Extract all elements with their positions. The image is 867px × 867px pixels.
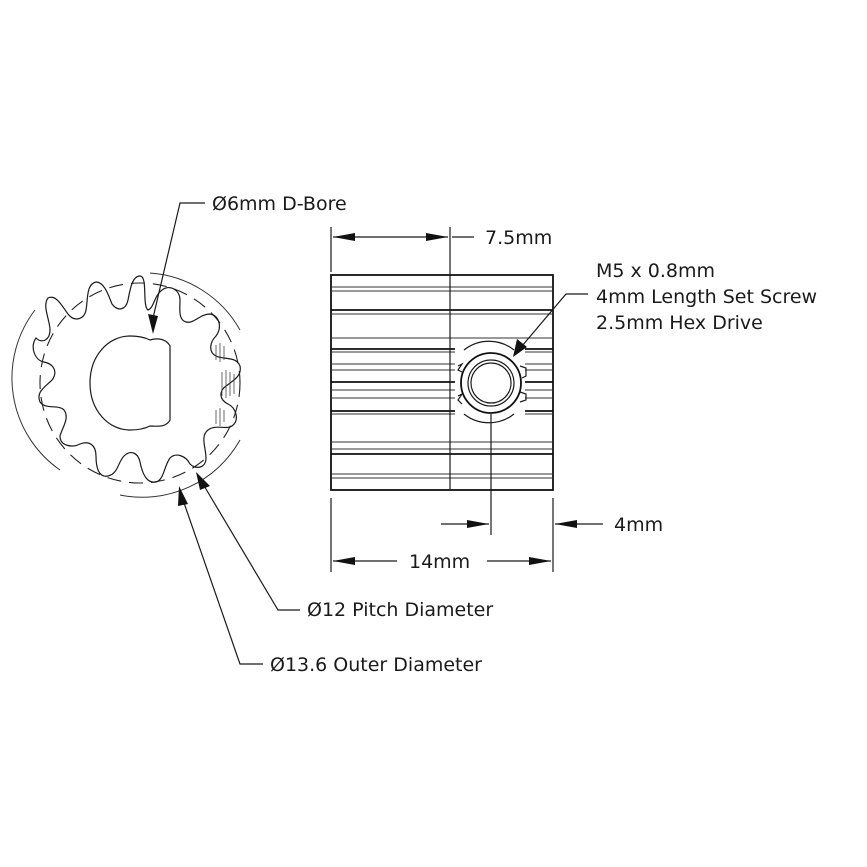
outer-diameter-leader	[178, 486, 263, 665]
set-screw-label-line3: 2.5mm Hex Drive	[596, 312, 763, 334]
pitch-diameter-label: Ø12 Pitch Diameter	[307, 599, 493, 621]
bore-leader	[148, 202, 205, 334]
set-screw-leader	[513, 293, 588, 357]
dim-14mm	[330, 498, 551, 572]
gear-side-view	[330, 274, 554, 491]
gear-front-view	[11, 272, 241, 498]
dim-7-5mm	[330, 227, 474, 490]
set-screw	[455, 340, 527, 424]
pitch-diameter-leader	[196, 472, 300, 611]
dim-14mm-label: 14mm	[409, 551, 470, 573]
outer-diameter-label: Ø13.6 Outer Diameter	[270, 654, 482, 676]
dim-4mm-label: 4mm	[614, 514, 663, 536]
bore-label: Ø6mm D-Bore	[212, 193, 347, 215]
set-screw-label-line2: 4mm Length Set Screw	[596, 286, 817, 308]
dim-7-5mm-label: 7.5mm	[485, 227, 552, 249]
gear-hatch-section	[215, 343, 235, 426]
dim-4mm	[441, 414, 603, 572]
set-screw-label-line1: M5 x 0.8mm	[596, 260, 715, 282]
